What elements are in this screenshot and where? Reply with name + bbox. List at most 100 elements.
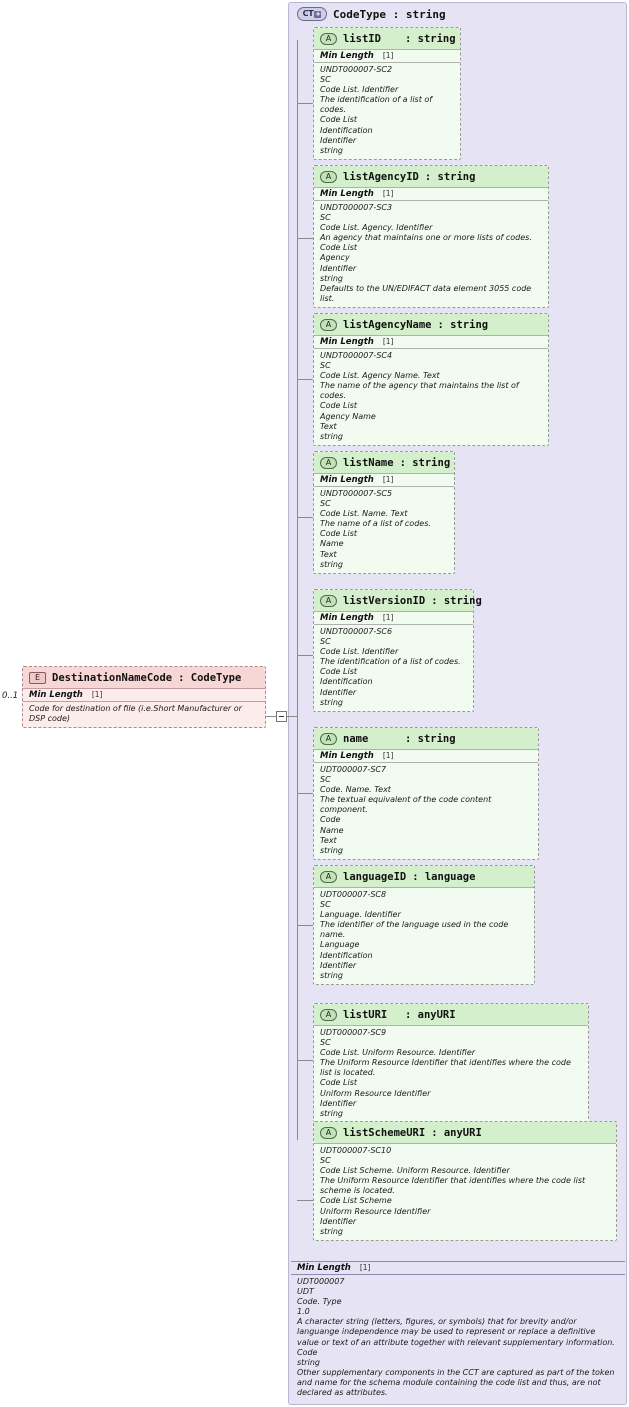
doc-line: Uniform Resource Identifier <box>320 1206 431 1216</box>
doc-line: Identifier <box>320 1216 357 1226</box>
attribute-name-attr[interactable]: A name : string Min Length [1] UDT000007… <box>313 727 539 860</box>
attribute-listuri[interactable]: A listURI : anyURI UDT000007-SC9 SC Code… <box>313 1003 589 1123</box>
attribute-name: listVersionID <box>343 594 426 607</box>
complextype-doc-lines: UDT000007 UDT Code. Type 1.0 A character… <box>291 1274 625 1401</box>
complextype-title: CodeType : string <box>333 7 446 21</box>
element-destinationnamecode[interactable]: E DestinationNameCode : CodeType Min Len… <box>22 666 266 729</box>
element-name: DestinationNameCode <box>52 671 173 684</box>
complextype-header: CT+ CodeType : string <box>297 7 446 21</box>
connector-stub-listschemeuri <box>297 1200 313 1201</box>
attribute-doc-lines: UNDT000007-SC2 SC Code List. Identifier … <box>314 62 460 159</box>
connector-stub-languageid <box>297 925 313 926</box>
doc-line: Identifier <box>320 687 357 697</box>
attribute-facet-row: Min Length [1] <box>314 473 454 486</box>
connector-stub-name <box>297 793 313 794</box>
connector-element-stub <box>266 716 276 717</box>
doc-line: The textual equivalent of the code conte… <box>320 795 492 815</box>
attribute-badge-icon: A <box>320 170 337 183</box>
attribute-type: : language <box>412 870 476 883</box>
doc-line: string <box>297 1357 320 1367</box>
attribute-header: A listAgencyName : string <box>314 314 548 335</box>
attribute-listname[interactable]: A listName : string Min Length [1] UNDT0… <box>313 451 455 574</box>
doc-line: UNDT000007-SC3 <box>320 203 393 212</box>
doc-line: The name of the agency that maintains th… <box>320 381 519 401</box>
attribute-listagencyid[interactable]: A listAgencyID : string Min Length [1] U… <box>313 165 549 308</box>
doc-line: UDT <box>297 1287 314 1297</box>
attribute-type: : string <box>405 732 456 745</box>
doc-line: SC <box>320 775 331 785</box>
doc-line: Agency <box>320 253 350 263</box>
collapse-toggle-icon[interactable] <box>276 711 287 722</box>
attribute-header: A listAgencyID : string <box>314 166 548 187</box>
attribute-name: listSchemeURI <box>343 1126 426 1139</box>
doc-line: Defaults to the UN/EDIFACT data element … <box>320 283 532 303</box>
attribute-facet-row: Min Length [1] <box>314 749 538 762</box>
attribute-type: : string <box>424 170 476 183</box>
attribute-badge-icon: A <box>320 1008 337 1021</box>
attribute-doc-lines: UDT000007-SC10 SC Code List Scheme. Unif… <box>314 1143 616 1240</box>
attribute-badge-icon: A <box>320 870 337 883</box>
attribute-facet-label: Min Length <box>320 751 374 761</box>
expand-plus-icon[interactable]: + <box>314 9 322 18</box>
element-facet-row: Min Length [1] <box>23 688 265 701</box>
complextype-badge-icon[interactable]: CT+ <box>297 7 327 21</box>
attribute-listversionid[interactable]: A listVersionID : string Min Length [1] … <box>313 589 482 712</box>
doc-line: SC <box>320 1038 331 1048</box>
doc-line: Code List <box>320 243 358 253</box>
doc-line: Code List. Agency. Identifier <box>320 223 433 233</box>
doc-line: The Uniform Resource Identifier that ide… <box>320 1176 586 1196</box>
attribute-name: listName <box>343 456 394 469</box>
doc-line: Code List <box>320 115 358 125</box>
doc-line: string <box>320 145 343 155</box>
attribute-doc-lines: UNDT000007-SC3 SC Code List. Agency. Ide… <box>314 200 548 307</box>
attribute-doc-lines: UNDT000007-SC5 SC Code List. Name. Text … <box>314 486 454 573</box>
connector-container-stub <box>287 716 297 717</box>
connector-stub-listagencyid <box>297 238 313 239</box>
attribute-facet-label: Min Length <box>320 613 374 623</box>
doc-line: UNDT000007-SC6 <box>320 627 393 636</box>
attribute-facet-row: Min Length [1] <box>314 187 548 200</box>
doc-line: Code <box>320 815 341 825</box>
doc-line: Code List <box>320 401 358 411</box>
attribute-facet-row: Min Length [1] <box>314 49 460 62</box>
doc-line: The identification of a list of codes. <box>320 657 461 667</box>
attribute-type: : string <box>437 318 489 331</box>
doc-line: Identification <box>320 677 373 687</box>
attribute-type: : string <box>399 456 451 469</box>
attribute-facet-cardinality: [1] <box>382 337 394 346</box>
doc-line: The identifier of the language used in t… <box>320 920 509 940</box>
doc-line: SC <box>320 361 331 371</box>
element-type: : CodeType <box>178 671 242 684</box>
doc-line: Code List <box>320 1078 358 1088</box>
doc-line: Identification <box>320 125 373 135</box>
attribute-facet-label: Min Length <box>320 51 374 61</box>
doc-line: Name <box>320 539 344 549</box>
doc-line: UNDT000007-SC2 <box>320 65 393 74</box>
attribute-listschemeuri[interactable]: A listSchemeURI : anyURI UDT000007-SC10 … <box>313 1121 617 1241</box>
attribute-listid[interactable]: A listID : string Min Length [1] UNDT000… <box>313 27 461 160</box>
doc-line: string <box>320 697 343 707</box>
doc-line: Language <box>320 940 360 950</box>
element-badge-icon: E <box>29 671 46 684</box>
element-facet-cardinality: [1] <box>91 690 103 699</box>
attribute-header: A name : string <box>314 728 538 749</box>
attribute-type: : anyURI <box>405 1008 456 1021</box>
attribute-listagencyname[interactable]: A listAgencyName : string Min Length [1]… <box>313 313 549 446</box>
doc-line: Text <box>320 421 337 431</box>
attribute-badge-icon: A <box>320 32 337 45</box>
doc-line: Code List. Name. Text <box>320 509 408 519</box>
doc-line: SC <box>320 213 331 223</box>
complextype-facet-label: Min Length <box>297 1263 351 1273</box>
connector-stub-listagencyname <box>297 379 313 380</box>
attribute-facet-label: Min Length <box>320 189 374 199</box>
attribute-facet-cardinality: [1] <box>382 475 394 484</box>
attribute-languageid[interactable]: A languageID : language UDT000007-SC8 SC… <box>313 865 535 985</box>
doc-line: string <box>320 431 343 441</box>
doc-line: 1.0 <box>297 1307 310 1317</box>
attribute-facet-cardinality: [1] <box>382 189 394 198</box>
attribute-header: A listURI : anyURI <box>314 1004 588 1025</box>
attribute-header: A listVersionID : string <box>314 590 482 611</box>
doc-line: Identification <box>320 950 373 960</box>
doc-line: string <box>320 273 343 283</box>
